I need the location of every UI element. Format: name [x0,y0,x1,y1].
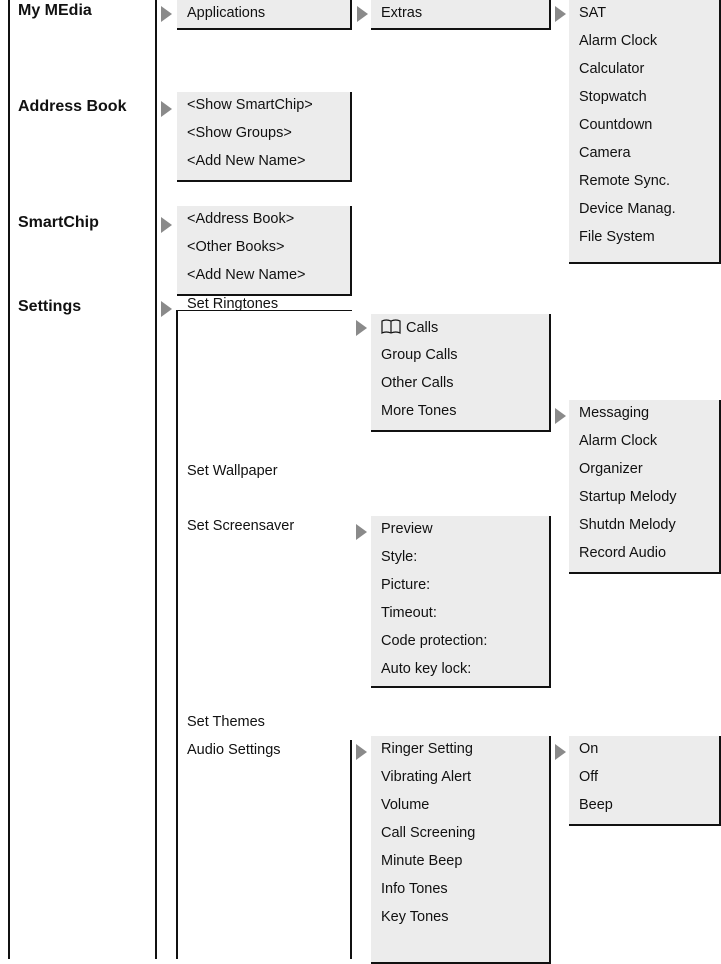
menu-item-calculator[interactable]: Calculator [579,61,645,77]
menu-item-volume[interactable]: Volume [381,797,430,813]
menu-item-messaging[interactable]: Messaging [579,405,650,421]
arrow-icon [161,6,172,22]
menu-item-beep[interactable]: Beep [579,797,613,813]
menu-item-record-audio[interactable]: Record Audio [579,545,667,561]
menu-item-set-ringtones[interactable]: Set Ringtones [187,296,279,312]
menu-item-off[interactable]: Off [579,769,599,785]
arrow-icon [555,6,566,22]
menu-item-on[interactable]: On [579,741,599,757]
category-address-book: Address Book [18,98,127,115]
left-border-line [8,0,10,959]
menu-item-startup-melody[interactable]: Startup Melody [579,489,677,505]
menu-item-show-smartchip[interactable]: <Show SmartChip> [187,97,313,113]
calls-label: Calls [406,320,439,336]
menu-item-device-manag[interactable]: Device Manag. [579,201,676,217]
menu-item-camera[interactable]: Camera [579,145,631,161]
menu-item-timeout[interactable]: Timeout: [381,605,437,621]
smartchip-box: <Address Book> <Other Books> <Add New Na… [177,206,352,296]
arrow-icon [357,6,368,22]
menu-item-other-calls[interactable]: Other Calls [381,375,454,391]
menu-item-countdown[interactable]: Countdown [579,117,653,133]
menu-item-key-tones[interactable]: Key Tones [381,909,449,925]
more-tones-box: Messaging Alarm Clock Organizer Startup … [569,400,721,574]
extras-submenu-box: SAT Alarm Clock Calculator Stopwatch Cou… [569,0,721,264]
applications-box: Applications [177,0,352,30]
menu-item-audio-settings[interactable]: Audio Settings [187,742,281,758]
menu-item-alarm-clock[interactable]: Alarm Clock [579,33,658,49]
menu-item-add-new-name[interactable]: <Add New Name> [187,267,306,283]
menu-item-ringer-setting[interactable]: Ringer Setting [381,741,473,757]
arrow-icon [161,217,172,233]
category-my-media: My MEdia [18,2,92,19]
menu-item-more-tones[interactable]: More Tones [381,403,457,419]
menu-item-vibrating-alert[interactable]: Vibrating Alert [381,769,472,785]
menu-item-auto-key-lock[interactable]: Auto key lock: [381,661,472,677]
address-book-box: <Show SmartChip> <Show Groups> <Add New … [177,92,352,182]
menu-item-extras[interactable]: Extras [381,5,423,21]
menu-item-stopwatch[interactable]: Stopwatch [579,89,647,105]
menu-item-picture[interactable]: Picture: [381,577,431,593]
arrow-icon [161,301,172,317]
menu-item-organizer[interactable]: Organizer [579,461,643,477]
menu-item-call-screening[interactable]: Call Screening [381,825,476,841]
book-icon [381,319,401,334]
menu-item-set-screensaver[interactable]: Set Screensaver [187,518,295,534]
menu-item-set-wallpaper[interactable]: Set Wallpaper [187,463,278,479]
menu-item-preview[interactable]: Preview [381,521,433,537]
audio-column-line [350,740,352,959]
category-smartchip: SmartChip [18,214,99,231]
audio-settings-box: Ringer Setting Vibrating Alert Volume Ca… [371,736,551,964]
arrow-icon [356,524,367,540]
screensaver-box: Preview Style: Picture: Timeout: Code pr… [371,516,551,688]
menu-item-other-books[interactable]: <Other Books> [187,239,285,255]
arrow-icon [555,408,566,424]
menu-item-applications[interactable]: Applications [187,5,266,21]
menu-item-code-protection[interactable]: Code protection: [381,633,488,649]
menu-item-add-new-name[interactable]: <Add New Name> [187,153,306,169]
extras-box: Extras [371,0,551,30]
ringer-setting-box: On Off Beep [569,736,721,826]
settings-column-line [176,310,178,959]
ringtones-box: Calls Group Calls Other Calls More Tones [371,314,551,432]
menu-item-sat[interactable]: SAT [579,5,607,21]
menu-item-shutdn-melody[interactable]: Shutdn Melody [579,517,676,533]
arrow-icon [356,320,367,336]
menu-item-minute-beep[interactable]: Minute Beep [381,853,463,869]
menu-item-alarm-clock[interactable]: Alarm Clock [579,433,658,449]
menu-item-info-tones[interactable]: Info Tones [381,881,448,897]
category-divider-line [155,0,157,959]
menu-item-file-system[interactable]: File System [579,229,655,245]
menu-item-style[interactable]: Style: [381,549,418,565]
settings-top-line [177,310,352,311]
menu-item-show-groups[interactable]: <Show Groups> [187,125,292,141]
menu-item-set-themes[interactable]: Set Themes [187,714,265,730]
menu-item-address-book[interactable]: <Address Book> [187,211,295,227]
menu-item-calls[interactable]: Calls [381,319,438,336]
menu-item-remote-sync[interactable]: Remote Sync. [579,173,671,189]
arrow-icon [555,744,566,760]
category-settings: Settings [18,298,82,315]
arrow-icon [356,744,367,760]
arrow-icon [161,101,172,117]
menu-item-group-calls[interactable]: Group Calls [381,347,458,363]
